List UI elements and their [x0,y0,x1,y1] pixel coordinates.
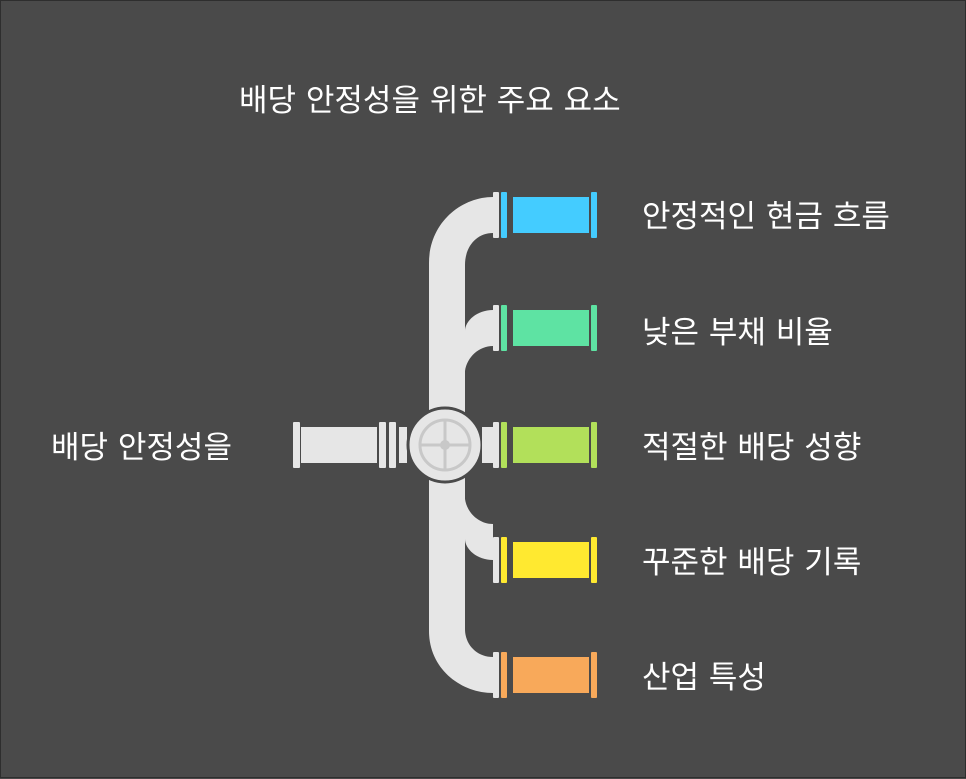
inlet-flanges [293,422,407,468]
item-label-dividend-history: 꾸준한 배당 기록 [642,545,862,581]
outlet-connector [482,427,494,463]
outlet-industry [493,652,597,698]
outlet-cash-flow [493,192,597,238]
source-label: 배당 안정성을 [51,430,232,466]
diagram-title: 배당 안정성을 위한 주요 요소 [239,83,621,119]
item-label-cash-flow: 안정적인 현금 흐름 [642,199,890,235]
item-label-industry: 산업 특성 [642,660,766,696]
outlet-dividend-history [493,537,597,583]
item-label-payout-ratio: 적절한 배당 성향 [642,430,862,466]
item-label-debt-ratio: 낮은 부채 비율 [642,315,833,351]
valve-icon [406,406,484,484]
outlet-payout-ratio [493,422,597,468]
outlet-debt-ratio [493,305,597,351]
